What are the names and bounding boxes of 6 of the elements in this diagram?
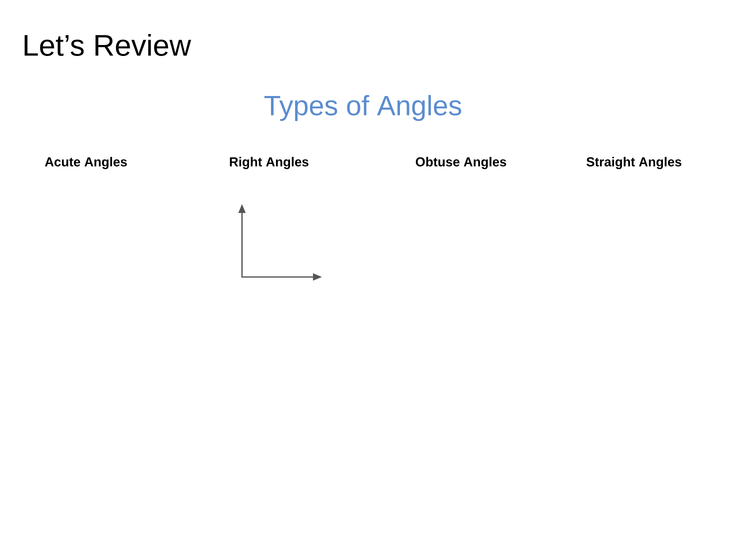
column-heading: Acute Angles [44,156,127,170]
heading: Let’s Review [24,34,192,56]
column-heading: Obtuse Angles [416,156,506,170]
subtitle: Types of Angles [264,95,462,121]
column-heading: Straight Angles [586,156,682,170]
column-heading: Right Angles [230,156,308,170]
